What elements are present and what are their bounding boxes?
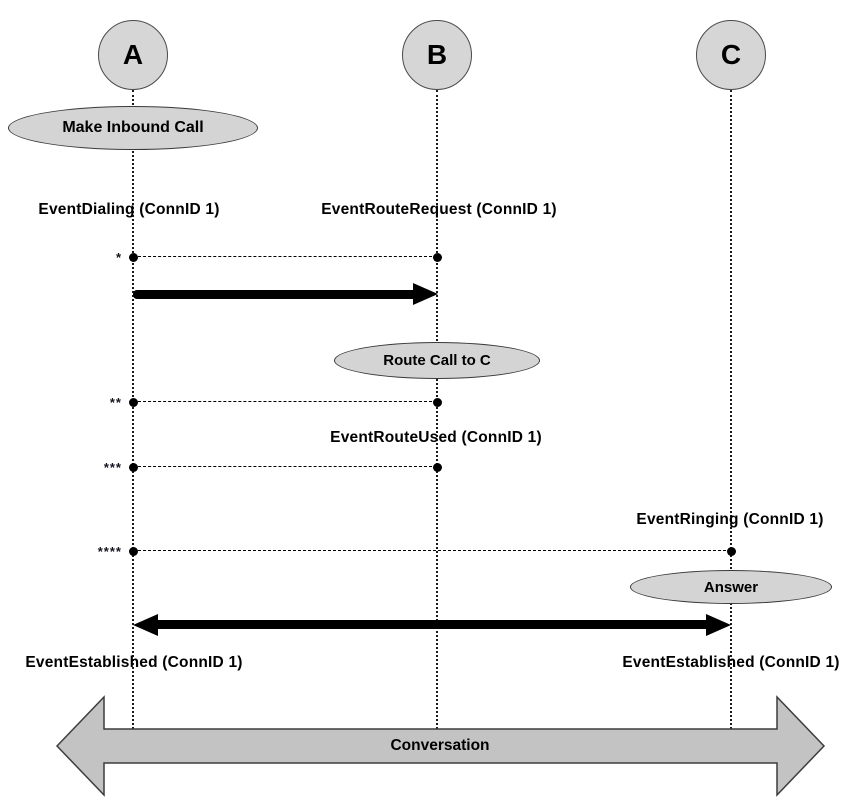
footnote-3: *** [103, 460, 122, 475]
message-dot-4a [129, 547, 138, 556]
message-line-2 [133, 401, 437, 402]
message-dot-1a [129, 253, 138, 262]
message-dot-1b [433, 253, 442, 262]
call-arrow-shaft [133, 290, 415, 299]
message-line-1 [133, 256, 437, 257]
actor-circle-c: C [696, 20, 766, 90]
message-dot-3a [129, 463, 138, 472]
event-label-route-request: EventRouteRequest (ConnID 1) [321, 201, 557, 218]
actor-circle-b: B [402, 20, 472, 90]
action-ellipse-route-call-to-c: Route Call to C [334, 342, 540, 379]
event-label-established-a: EventEstablished (ConnID 1) [25, 654, 243, 671]
established-arrow-right-head-icon [706, 614, 731, 636]
message-line-3 [133, 466, 437, 467]
actor-c-label: C [720, 39, 742, 70]
actor-b-label: B [426, 39, 448, 70]
event-label-dialing: EventDialing (ConnID 1) [38, 201, 220, 218]
event-label-route-used: EventRouteUsed (ConnID 1) [330, 429, 542, 446]
established-arrow-shaft [155, 620, 708, 629]
actor-a-label: A [122, 39, 144, 70]
make-inbound-call-label: Make Inbound Call [62, 119, 204, 136]
answer-label: Answer [703, 578, 759, 596]
footnote-1: * [115, 250, 122, 265]
event-label-ringing: EventRinging (ConnID 1) [636, 511, 824, 528]
message-dot-2a [129, 398, 138, 407]
call-arrow-head-icon [413, 283, 438, 305]
action-ellipse-make-inbound-call: Make Inbound Call [8, 106, 258, 150]
lifeline-a [132, 90, 134, 729]
conversation-arrow-shape [55, 695, 826, 797]
actor-circle-a: A [98, 20, 168, 90]
message-line-4 [133, 550, 731, 551]
footnote-2: ** [109, 395, 122, 410]
message-dot-2b [433, 398, 442, 407]
event-label-established-c: EventEstablished (ConnID 1) [622, 654, 840, 671]
message-dot-3b [433, 463, 442, 472]
lifeline-b [436, 90, 438, 729]
lifeline-c [730, 90, 732, 729]
route-call-to-c-label: Route Call to C [383, 352, 491, 369]
message-dot-4c [727, 547, 736, 556]
footnote-4: **** [97, 544, 122, 559]
established-arrow-left-head-icon [133, 614, 158, 636]
action-ellipse-answer: Answer [630, 570, 832, 604]
conversation-label: Conversation [390, 737, 490, 754]
